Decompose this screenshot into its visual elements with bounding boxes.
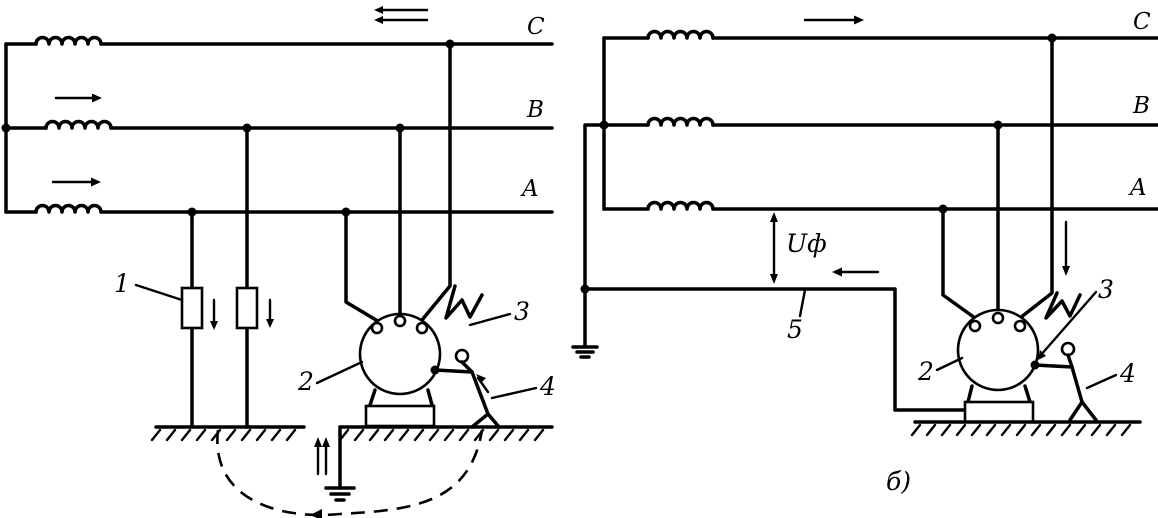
label-3: 3 — [514, 297, 530, 326]
left-phase-b-label: B — [526, 97, 544, 123]
right-motor: 2 3 — [917, 275, 1114, 424]
right-label-3: 3 — [1098, 275, 1114, 304]
left-phase-c: C — [4, 14, 554, 49]
right-phase-a: A — [602, 175, 1158, 214]
right-earth — [910, 420, 1142, 437]
right-grounding — [571, 287, 599, 359]
left-circuit: C B A — [1, 6, 556, 518]
left-motor-feed — [344, 42, 484, 322]
label-1: 1 — [114, 269, 130, 298]
right-phase-b-label: B — [1132, 93, 1150, 119]
left-phase-c-label: C — [527, 14, 545, 40]
leakage-resistor-a — [180, 286, 204, 330]
left-coil-a — [34, 203, 103, 214]
voltage-label: Uф — [786, 229, 827, 258]
left-motor: 2 3 — [297, 297, 530, 428]
leakage-resistor-b — [235, 286, 259, 330]
left-coil-c — [34, 35, 103, 46]
right-coil-b — [646, 116, 715, 127]
right-coil-c — [646, 29, 715, 40]
left-coil-b — [44, 119, 113, 130]
left-fault-zigzag — [444, 284, 484, 320]
left-ground-current-path — [216, 429, 484, 517]
left-phase-a: A — [4, 176, 554, 217]
left-phase-a-label: A — [520, 176, 539, 202]
right-label-2: 2 — [917, 357, 934, 386]
label-4: 4 — [539, 372, 556, 401]
left-earth — [150, 425, 554, 518]
right-coil-a — [646, 200, 715, 211]
right-phase-b: B — [602, 93, 1158, 130]
phase-voltage-marker: Uф — [770, 212, 827, 284]
label-2: 2 — [297, 367, 314, 396]
right-circuit: C B A Uф — [571, 9, 1158, 496]
right-phase-c: C — [602, 9, 1158, 43]
ground-conductor: 5 — [583, 267, 967, 412]
label-5: 5 — [787, 315, 803, 344]
right-fault-zigzag — [1044, 291, 1082, 320]
left-current-arrows — [51, 6, 429, 187]
right-person: 4 — [1030, 341, 1136, 422]
figure-caption: б) — [886, 467, 911, 496]
right-phase-a-label: A — [1128, 175, 1147, 201]
left-leakage-resistors: 1 — [114, 126, 274, 429]
right-motor-feed — [941, 36, 1082, 320]
right-phase-c-label: C — [1133, 9, 1151, 35]
right-label-4: 4 — [1119, 359, 1136, 388]
left-person: 4 — [430, 348, 556, 429]
left-phase-b: B — [4, 97, 554, 133]
